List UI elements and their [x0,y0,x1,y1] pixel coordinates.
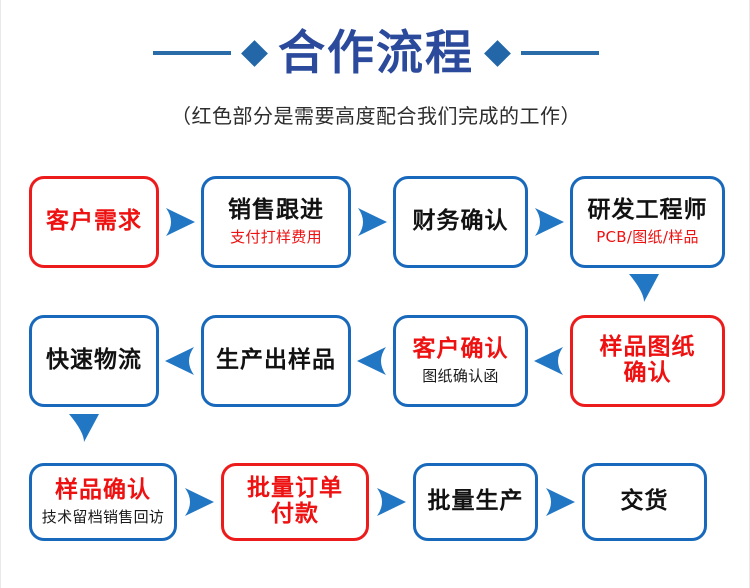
decorative-line-right [521,51,599,55]
flow-node[interactable]: 快速物流 [29,315,159,407]
flow-node-title: 样品图纸 确认 [599,334,696,386]
flow-node[interactable]: 生产出样品 [201,315,351,407]
arrow-right-icon [374,484,408,520]
page-title: 合作流程 [278,25,474,81]
flow-node-title: 客户确认 [412,336,509,363]
flow-node-title: 快速物流 [46,347,142,374]
arrow-right-icon [543,484,577,520]
connector-slot [528,343,570,379]
flow-node[interactable]: 客户确认图纸确认函 [393,315,528,407]
connector-slot [351,204,393,240]
diamond-icon-right [484,39,511,67]
flow-node[interactable]: 销售跟进支付打样费用 [201,176,351,268]
flow-node[interactable]: 批量生产 [413,463,538,541]
flow-node-title: 批量生产 [427,488,524,515]
arrow-right-icon [355,204,389,240]
connector-slot [159,204,201,240]
flow-node-title: 财务确认 [412,208,509,235]
page-subtitle: （红色部分是需要高度配合我们完成的工作） [171,104,581,128]
flow-node-title: 批量订单 付款 [247,475,343,527]
flow-node[interactable]: 研发工程师 PCB/图纸/样品 [570,176,725,268]
flow-node[interactable]: 交货 [582,463,707,541]
flow-node-subtitle: PCB/图纸/样品 [596,227,699,246]
flow-node[interactable]: 客户需求 [29,176,159,268]
flow-node-subtitle: 支付打样费用 [230,227,322,246]
flow-row-2: 快速物流 生产出样品 客户确认图纸确认函 样品图纸 确认 [1,314,750,408]
flow-node-subtitle: 技术留档销售回访 [41,507,165,526]
flow-node-subtitle: 图纸确认函 [422,366,499,385]
connector-slot [177,484,221,520]
connector-slot [369,484,413,520]
arrow-left-icon [355,343,389,379]
flow-node[interactable]: 批量订单 付款 [221,463,369,541]
connector-slot [159,343,201,379]
header: 合作流程 （红色部分是需要高度配合我们完成的工作） [1,22,750,129]
flow-row-3: 样品确认技术留档销售回访 批量订单 付款 批量生产 交货 [1,455,750,549]
arrow-right-icon [182,484,216,520]
connector-slot [351,343,393,379]
flow-node-title: 研发工程师 [587,197,708,224]
connector-slot [538,484,582,520]
flow-node[interactable]: 样品图纸 确认 [570,315,725,407]
flow-row-1: 客户需求 销售跟进支付打样费用 财务确认 研发工程师 PCB/图纸/样品 [1,175,750,269]
connector-slot [528,204,570,240]
arrow-left-icon [163,343,197,379]
flow-node-title: 样品确认 [55,477,151,504]
arrow-down-icon-left [67,412,101,444]
arrow-down-icon-right [627,272,661,304]
arrow-right-icon [532,204,566,240]
arrow-left-icon [532,343,566,379]
title-row: 合作流程 [1,22,750,84]
flow-node[interactable]: 样品确认技术留档销售回访 [29,463,177,541]
decorative-line-left [153,51,231,55]
flow-node-title: 交货 [620,488,669,515]
flow-node-title: 销售跟进 [228,197,324,224]
diamond-icon-left [241,39,268,67]
flow-node-title: 客户需求 [46,208,142,235]
flow-node[interactable]: 财务确认 [393,176,528,268]
flow-node-title: 生产出样品 [216,347,336,374]
arrow-right-icon [163,204,197,240]
